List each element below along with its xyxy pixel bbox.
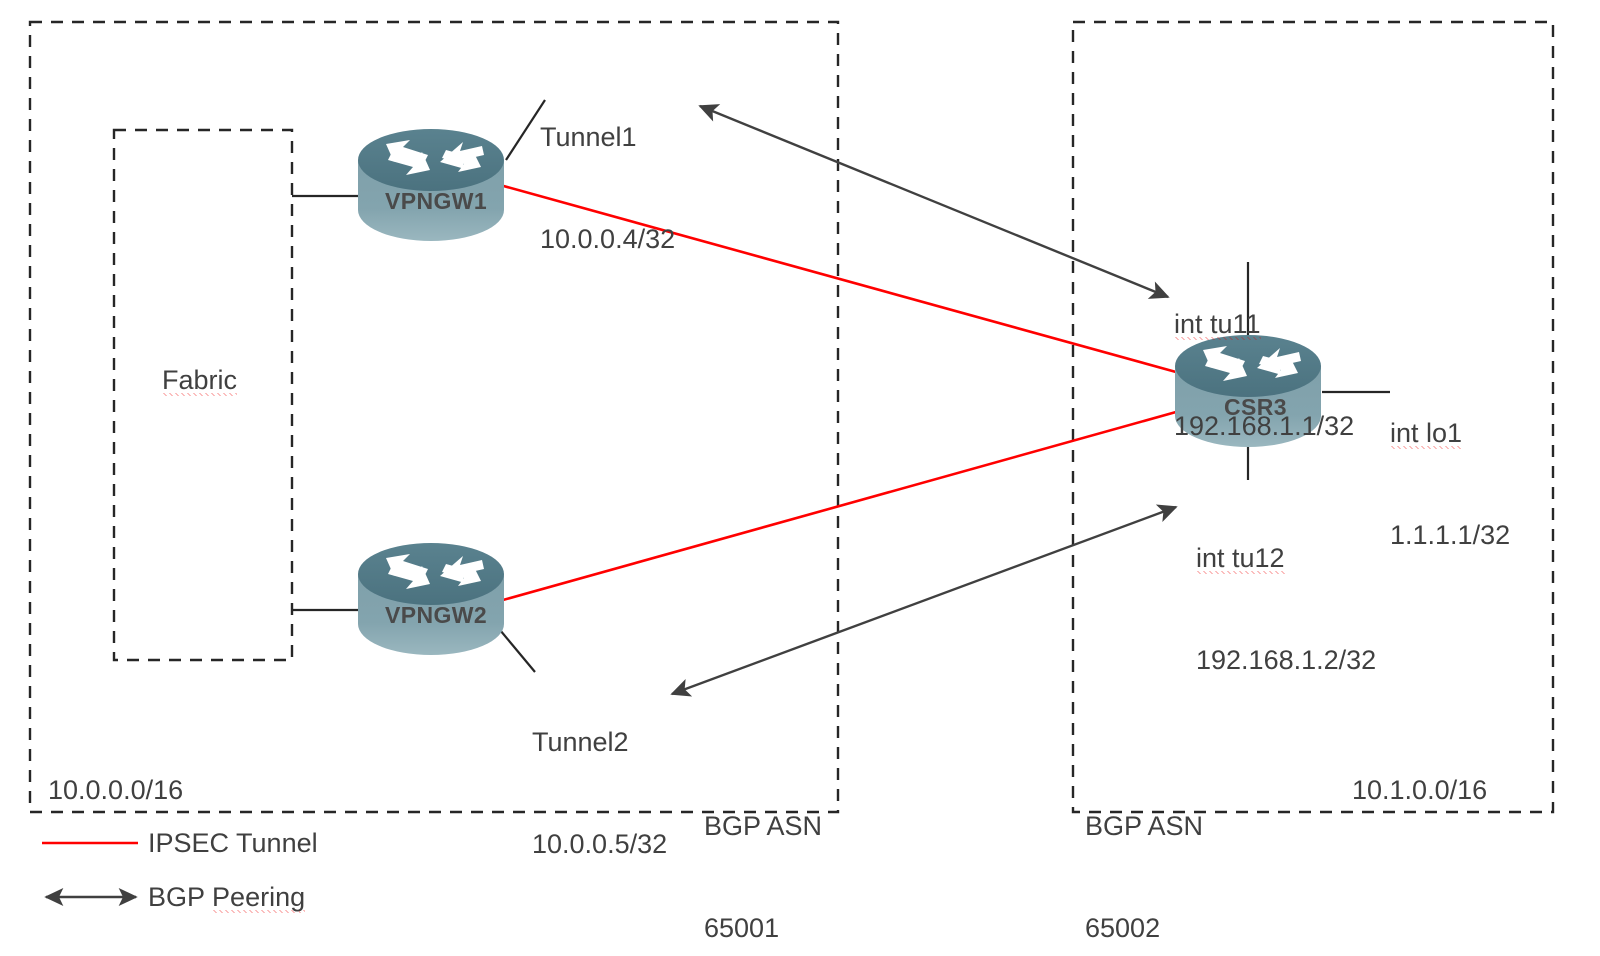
router-arrows-icon	[386, 140, 484, 175]
legend-bgp-label: BGP Peering	[148, 882, 306, 913]
interface-tu11: int tu11 192.168.1.1/32	[1174, 239, 1354, 511]
fabric-boundary	[112, 128, 294, 662]
right-zone-asn-value: 65002	[1085, 913, 1161, 943]
right-zone-subnet: 10.1.0.0/16	[1352, 775, 1488, 805]
router-vpngw1[interactable]	[358, 129, 504, 241]
interface-tunnel2-address: 10.0.0.5/32	[532, 829, 668, 859]
legend-ipsec-label: IPSEC Tunnel	[148, 828, 318, 858]
router-arrows-icon	[386, 554, 484, 589]
bgp-peering-tunnel2-tu12	[670, 504, 1178, 697]
left-zone-boundary	[28, 20, 840, 814]
router-csr3-label: CSR3	[1224, 394, 1287, 420]
right-zone-asn: BGP ASN 65002	[1085, 741, 1203, 956]
right-zone-boundary	[1071, 20, 1555, 814]
interface-tu12-name: int tu12	[1196, 543, 1285, 574]
interface-tu11-name: int tu11	[1174, 309, 1261, 340]
leader-tunnel2	[499, 629, 536, 673]
fabric-label: Fabric	[162, 363, 238, 397]
interface-tunnel2-name: Tunnel2	[532, 727, 629, 757]
router-csr3[interactable]	[1175, 335, 1321, 447]
left-zone-asn-value: 65001	[704, 913, 780, 943]
interface-tunnel1: Tunnel1 10.0.0.4/32	[540, 52, 675, 324]
interface-tu12-address: 192.168.1.2/32	[1196, 645, 1377, 675]
router-top	[358, 129, 504, 191]
left-zone-asn: BGP ASN 65001	[704, 741, 822, 956]
bgp-peering-tunnel1-tu11	[698, 104, 1170, 299]
router-vpngw2-label: VPNGW2	[385, 602, 488, 628]
left-zone-asn-label: BGP ASN	[704, 811, 823, 841]
leader-tunnel1	[505, 99, 546, 161]
interface-tunnel1-name: Tunnel1	[540, 122, 637, 152]
router-vpngw1-label: VPNGW1	[385, 188, 488, 214]
interface-tu12: int tu12 192.168.1.2/32	[1196, 473, 1376, 745]
ipsec-tunnel-vpngw2-csr3	[502, 410, 1177, 602]
legend-bgp-peering-word: Peering	[212, 882, 306, 913]
interface-lo1-name: int lo1	[1390, 418, 1463, 449]
right-zone-asn-label: BGP ASN	[1085, 811, 1204, 841]
left-zone-subnet: 10.0.0.0/16	[48, 775, 184, 805]
interface-tu11-address: 192.168.1.1/32	[1174, 411, 1355, 441]
interface-lo1-address: 1.1.1.1/32	[1390, 520, 1511, 550]
router-arrows-icon	[1203, 346, 1301, 381]
router-vpngw2[interactable]	[358, 543, 504, 655]
interface-tunnel1-address: 10.0.0.4/32	[540, 224, 676, 254]
router-top	[358, 543, 504, 605]
interface-lo1: int lo1 1.1.1.1/32	[1390, 348, 1510, 620]
fabric-label-text: Fabric	[162, 365, 238, 396]
interface-tunnel2: Tunnel2 10.0.0.5/32	[532, 657, 667, 929]
